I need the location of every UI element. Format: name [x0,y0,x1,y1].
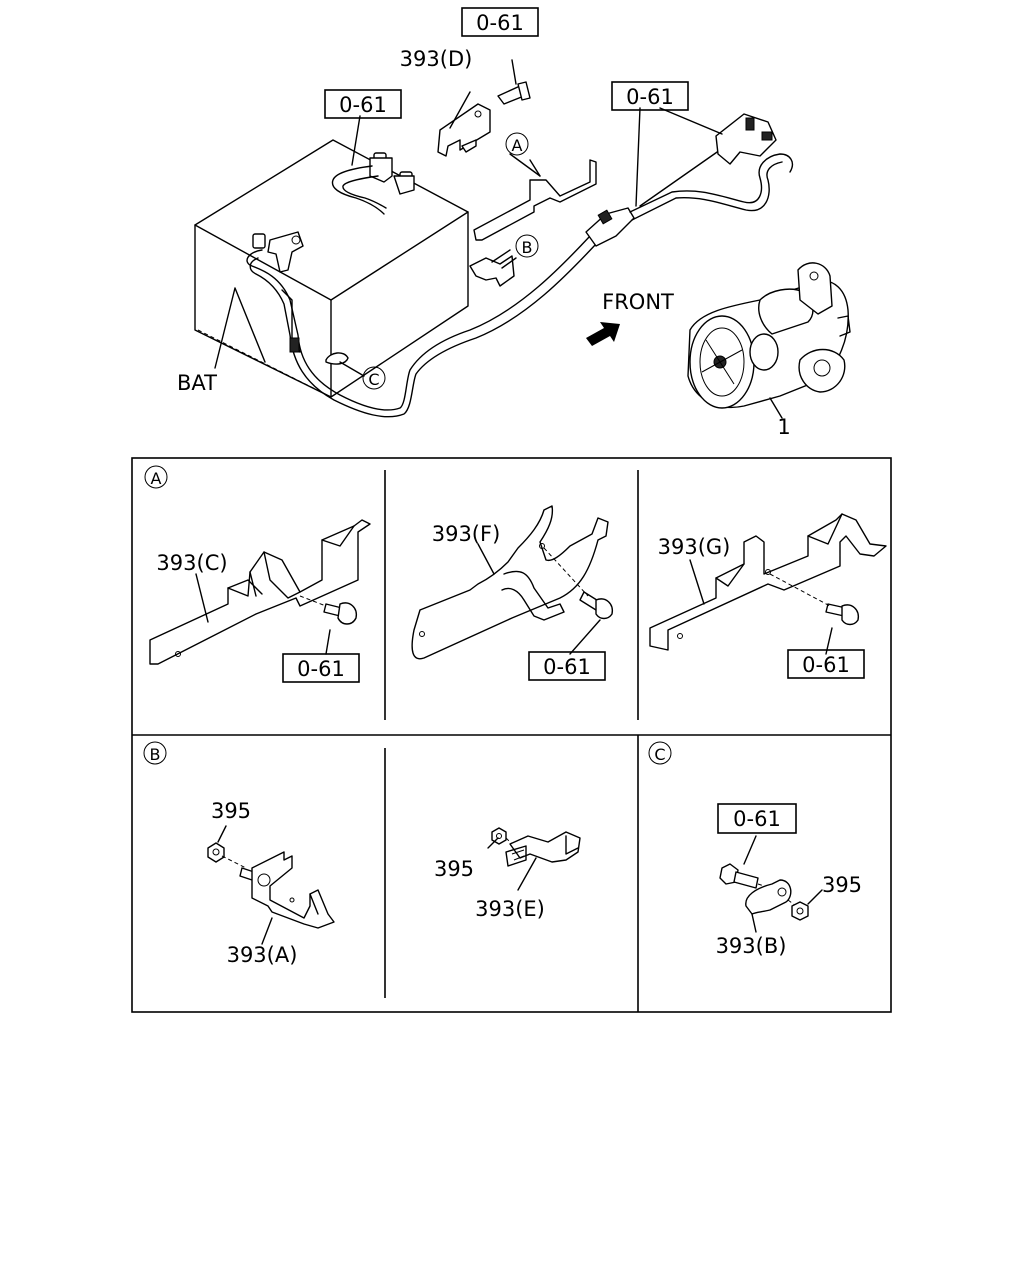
bracket-393e [505,831,581,867]
clamp-393b [745,879,792,915]
detail-b-marker: B [150,745,161,764]
starter-cable [246,113,794,418]
detail-b: B 395 393(A) 395 [143,741,581,967]
bolt-a3 [825,603,859,626]
nut-c [791,901,809,921]
detail-c-marker: C [654,745,665,764]
ref-label-a2: 0-61 [543,655,591,679]
bracket-393g [649,513,887,651]
callout-c: C [368,370,379,389]
detail-a-marker: A [151,469,162,488]
battery-cable-top [331,165,385,215]
detail-frame [131,457,892,1013]
nut-label-c: 395 [822,873,862,897]
part-label-393e: 393(E) [475,897,545,921]
bracket-a-overview [473,159,597,241]
battery [194,139,469,398]
bracket-b-overview [469,249,515,287]
starter-part-number: 1 [777,415,790,439]
bolt-top [497,59,531,105]
bolt-a1 [323,602,357,625]
nut-b1 [207,842,225,863]
part-label-393g: 393(G) [658,535,731,559]
detail-c: C 0-61 395 393(B) [648,741,862,958]
ref-label-cable: 0-61 [626,85,674,109]
callout-b: B [522,238,533,257]
part-label-393b: 393(B) [716,934,787,958]
ref-label-c: 0-61 [733,807,781,831]
detail-a: A 393(C) 0-61 [144,465,887,683]
front-label: FRONT [602,290,674,314]
callout-a: A [512,136,523,155]
ref-label-top: 0-61 [476,11,524,35]
bolt-c [719,863,759,889]
nut-label-b2: 395 [434,857,474,881]
bracket-393f [411,505,609,660]
part-label-393a: 393(A) [227,943,298,967]
bracket-393a [251,851,335,929]
bolt-a2 [579,591,613,620]
bat-label: BAT [177,371,217,395]
starter-motor [687,262,851,419]
part-label-393c: 393(C) [156,551,227,575]
part-label-393d: 393(D) [400,47,473,71]
bracket-393c [149,519,371,665]
ref-label-a3: 0-61 [802,653,850,677]
part-label-393f: 393(F) [432,522,501,546]
ref-label-a1: 0-61 [297,657,345,681]
bracket-393d [437,91,491,157]
front-arrow [586,322,620,346]
nut-label-b1: 395 [211,799,251,823]
ref-label-battery: 0-61 [339,93,387,117]
overview-section: 0-61 0-61 0-61 393(D) A B C FRONT BAT 1 [177,7,851,439]
